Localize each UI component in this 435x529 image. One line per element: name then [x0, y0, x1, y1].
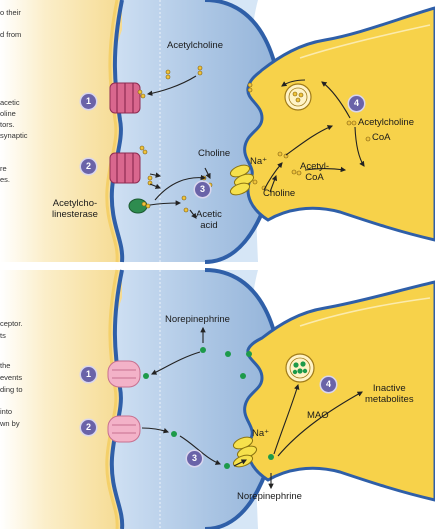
axon-terminal [243, 6, 435, 242]
step-badge-4b: 4 [321, 377, 336, 392]
membrane-highlight [105, 0, 119, 263]
pathway-arrows-2 [141, 326, 363, 490]
postsynaptic-membrane-2 [109, 269, 125, 529]
label-choline-cleft: Choline [198, 148, 231, 159]
label-norepinephrine-reuptake: Norepinephrine [237, 491, 302, 502]
margin-line: d from [0, 30, 22, 39]
step-badge-1: 1 [81, 94, 96, 109]
margin-line: re [0, 164, 7, 173]
margin-line: acetic [0, 98, 20, 107]
label-choline-terminal: Choline [263, 188, 296, 199]
panel-norepinephrine [0, 268, 435, 529]
margin-line: ding to [0, 385, 23, 394]
label-acetyl-coa: Acetyl- CoA [300, 161, 330, 183]
step-badge-3b: 3 [187, 451, 202, 466]
margin-line: ts [0, 331, 6, 340]
margin-line: oline [0, 109, 16, 118]
pathway-arrows [146, 75, 365, 219]
label-na-bottom: Na⁺ [252, 428, 270, 439]
postsynaptic-membrane [109, 0, 125, 263]
step-badge-1b: 1 [81, 367, 96, 382]
label-acetic-acid: Acetic acid [196, 209, 222, 231]
panel-acetylcholine [0, 0, 435, 264]
step-badge-3: 3 [195, 182, 210, 197]
label-coa: CoA [372, 132, 391, 143]
label-mao: MAO [307, 410, 329, 421]
step-badge-2: 2 [81, 159, 96, 174]
na-transporter-top [229, 164, 255, 196]
margin-line: o their [0, 8, 21, 17]
ne-molecules [143, 347, 274, 469]
ach-receptor-2 [109, 152, 141, 184]
margin-line: the [0, 361, 11, 370]
margin-line: events [0, 373, 23, 382]
ne-receptor-2 [107, 415, 141, 443]
label-acetylcholine-cleft: Acetylcholine [167, 40, 223, 51]
step-badge-4: 4 [349, 96, 364, 111]
margin-line: synaptic [0, 131, 28, 140]
margin-line: es. [0, 175, 11, 184]
ne-receptor-1 [107, 360, 141, 388]
ach-receptor-1 [109, 82, 141, 114]
step-badge-2b: 2 [81, 420, 96, 435]
label-acetylcholinesterase: Acetylcho- linesterase [52, 198, 98, 220]
margin-line: tors. [0, 120, 15, 129]
label-inactive-metabolites: Inactive metabolites [365, 383, 414, 405]
margin-line: ceptor. [0, 319, 23, 328]
postsynaptic-bulb [111, 0, 281, 262]
axon-terminal-2 [243, 280, 435, 502]
margin-line: wn by [0, 419, 20, 428]
margin-line: into [0, 407, 13, 416]
label-norepinephrine-cleft: Norepinephrine [165, 314, 230, 325]
label-acetylcholine-terminal: Acetylcholine [358, 117, 414, 128]
label-na-top: Na⁺ [250, 156, 268, 167]
